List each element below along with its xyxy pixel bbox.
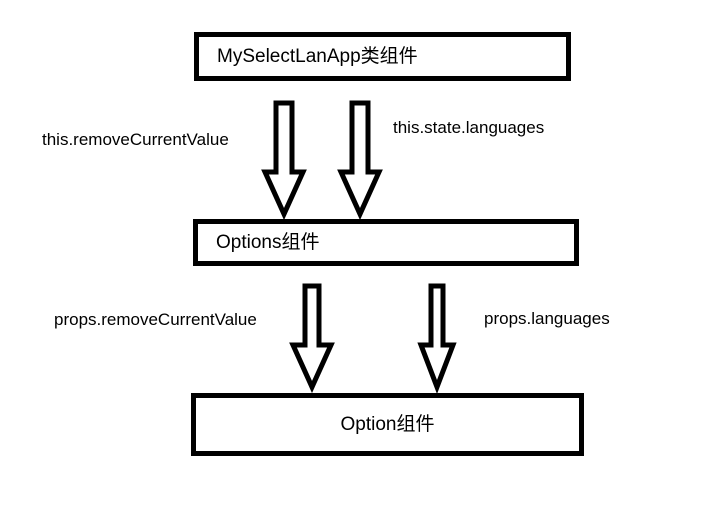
down-block-arrow-icon bbox=[337, 100, 383, 221]
node-option: Option组件 bbox=[191, 393, 584, 456]
node-option-label: Option组件 bbox=[340, 414, 435, 435]
edge-label-this-state-languages: this.state.languages bbox=[393, 118, 545, 137]
down-block-arrow-icon bbox=[417, 283, 457, 395]
node-options: Options组件 bbox=[193, 219, 579, 266]
node-myselectlanapp-label: MySelectLanApp类组件 bbox=[217, 46, 418, 67]
edge-label-this-removecurrentvalue: this.removeCurrentValue bbox=[42, 130, 229, 149]
down-block-arrow-icon bbox=[261, 100, 307, 221]
edge-label-props-removecurrentvalue: props.removeCurrentValue bbox=[54, 310, 257, 329]
down-block-arrow-icon bbox=[289, 283, 335, 394]
node-myselectlanapp: MySelectLanApp类组件 bbox=[194, 32, 571, 81]
node-options-label: Options组件 bbox=[216, 232, 320, 253]
edge-label-props-languages: props.languages bbox=[484, 309, 610, 328]
